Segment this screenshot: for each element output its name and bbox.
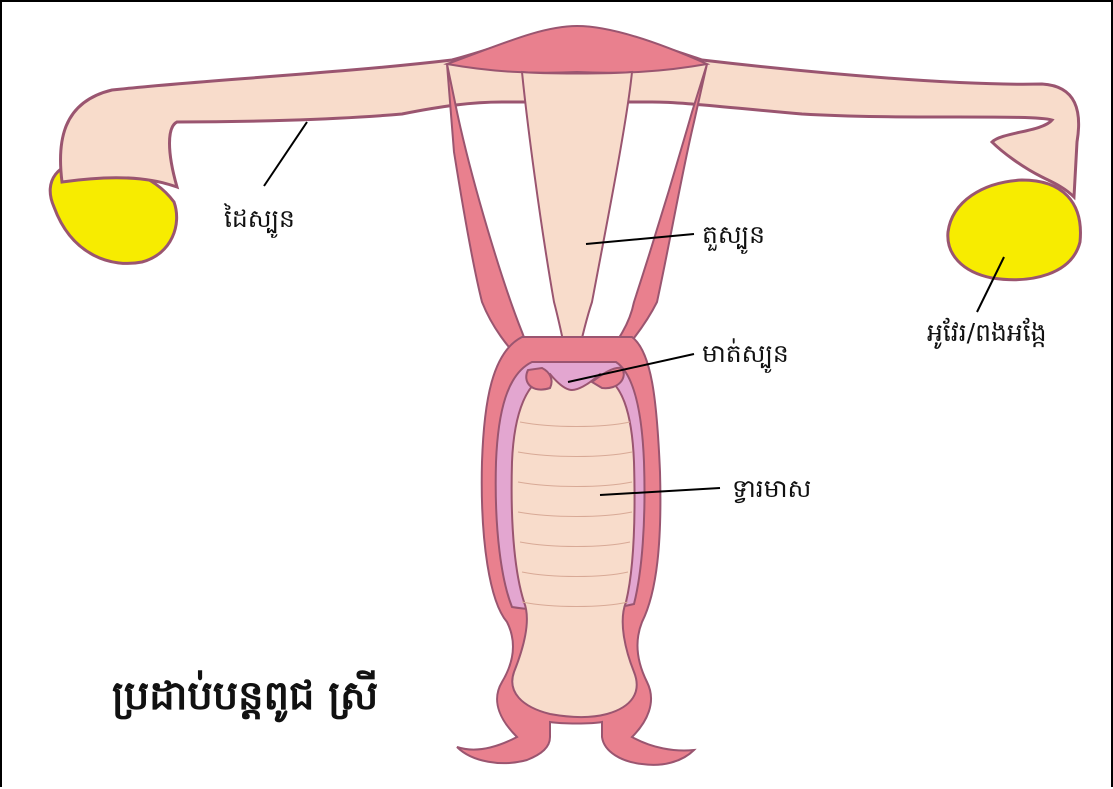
right-ovary	[948, 180, 1081, 280]
label-cervix: មាត់ស្បូន	[702, 341, 789, 366]
uterine-fundus	[447, 26, 707, 73]
cervix-left	[526, 368, 551, 390]
vagina-canal	[512, 374, 637, 717]
label-uterus-body: តួស្បូន	[702, 222, 765, 247]
diagram-caption: ប្រដាប់បន្តពូជ ស្រី	[112, 670, 378, 729]
label-vagina: ទ្វារមាស	[732, 476, 811, 501]
label-ovary: អូវែរ/ពងអង្កែ	[927, 320, 1047, 345]
label-fallopian-tube: ដៃស្បូន	[224, 206, 295, 231]
uterine-cavity	[522, 72, 632, 382]
leader-line-fallopian-tube	[264, 122, 307, 186]
